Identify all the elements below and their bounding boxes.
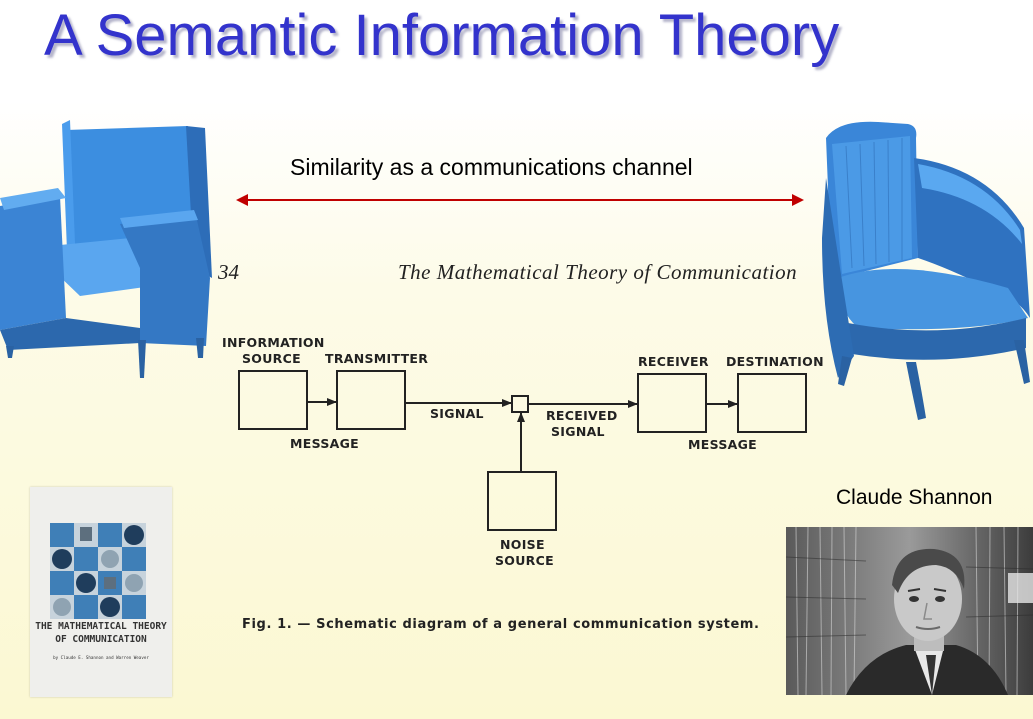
receiver-label: RECEIVER xyxy=(638,354,709,369)
receiver-box xyxy=(637,373,707,433)
book-cover-pattern xyxy=(50,523,146,619)
slide-title: A Semantic Information Theory xyxy=(44,3,840,68)
book-cover-authors: by Claude E. Shannon and Warren Weaver xyxy=(53,655,149,660)
noise-source-label-1: NOISE xyxy=(500,537,545,552)
book-running-title: The Mathematical Theory of Communication xyxy=(398,260,798,284)
claude-shannon-photo xyxy=(785,526,1033,696)
destination-box xyxy=(737,373,807,433)
destination-label: DESTINATION xyxy=(726,354,824,369)
channel-node-box xyxy=(511,395,529,413)
figure-caption: Fig. 1. — Schematic diagram of a general… xyxy=(242,617,760,632)
received-signal-label-2: SIGNAL xyxy=(551,424,605,439)
transmitter-box xyxy=(336,370,406,430)
book-cover-title-2: OF COMMUNICATION xyxy=(55,634,147,645)
information-source-label-1: INFORMATION xyxy=(222,335,325,350)
similarity-double-arrow xyxy=(236,194,804,206)
information-source-box xyxy=(238,370,308,430)
left-armchair-image xyxy=(0,120,212,378)
transmitter-label: TRANSMITTER xyxy=(325,351,428,366)
information-source-label-2: SOURCE xyxy=(242,351,301,366)
page-number: 34 xyxy=(218,260,239,284)
signal-label: SIGNAL xyxy=(430,406,484,421)
shannon-label: Claude Shannon xyxy=(836,486,993,509)
channel-subtitle: Similarity as a communications channel xyxy=(290,154,693,180)
noise-source-box xyxy=(487,471,557,531)
message-right-label: MESSAGE xyxy=(688,437,757,452)
book-cover-image: THE MATHEMATICAL THEORY OF COMMUNICATION… xyxy=(30,487,172,697)
right-chair-image xyxy=(822,121,1030,420)
book-cover-title-1: THE MATHEMATICAL THEORY xyxy=(35,621,167,632)
noise-source-label-2: SOURCE xyxy=(495,553,554,568)
message-left-label: MESSAGE xyxy=(290,436,359,451)
received-signal-label-1: RECEIVED xyxy=(546,408,618,423)
